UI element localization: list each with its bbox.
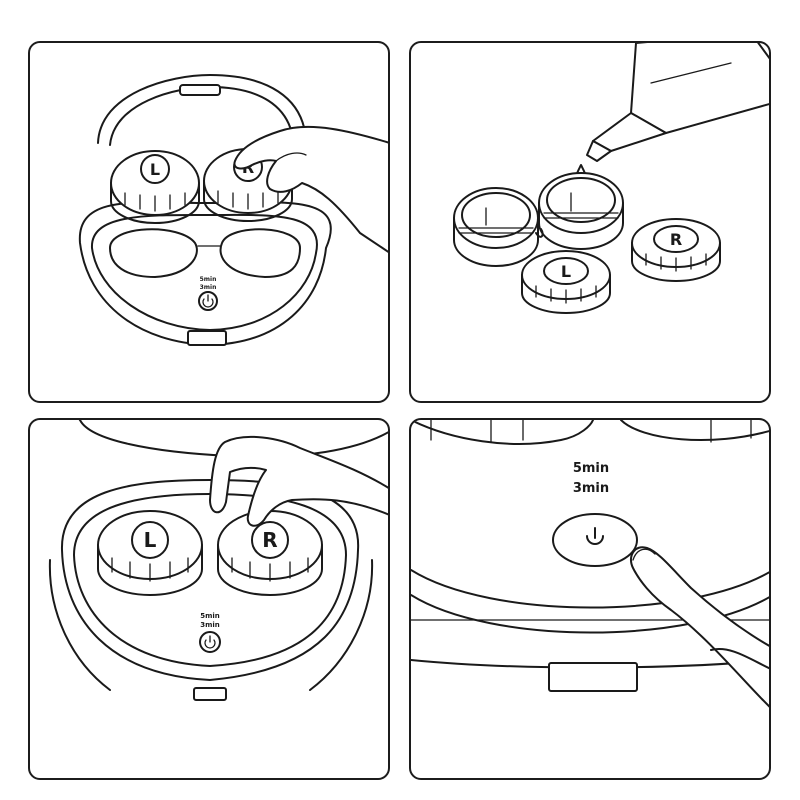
cap-left: L <box>521 250 611 314</box>
power-icon <box>586 527 604 545</box>
case-base <box>78 201 332 346</box>
timer-label-3min: 3min <box>200 621 220 629</box>
power-button[interactable] <box>552 513 638 567</box>
hand <box>209 435 388 527</box>
panel-step-1-place-caps: 5min 3min L R <box>28 41 390 403</box>
front-latch <box>193 687 227 701</box>
panel-step-4-press-power: 5min 3min <box>409 418 771 780</box>
right-well <box>219 228 301 278</box>
cap-left-label: L <box>561 262 571 281</box>
solution-bottle <box>630 43 769 134</box>
cap-left-label: L <box>144 528 157 552</box>
solution-bottle-illustration: L R <box>453 43 769 314</box>
cap-left: L <box>110 150 200 224</box>
cap-left-label: L <box>150 160 160 179</box>
power-icon <box>202 294 214 308</box>
cap-right: R <box>631 218 721 282</box>
lens-case-open <box>453 172 624 267</box>
timer-label-5min: 5min <box>200 612 220 620</box>
panel-step-2-add-solution: L R <box>409 41 771 403</box>
case-open-illustration: 5min 3min L R <box>78 74 388 346</box>
hand <box>233 125 388 253</box>
timer-label-3min: 3min <box>573 481 609 496</box>
left-well <box>109 228 198 278</box>
front-latch <box>187 330 227 346</box>
cap-right-label: R <box>670 230 682 249</box>
timer-label-5min: 5min <box>573 461 609 476</box>
power-icon <box>204 635 216 649</box>
timer-label-5min: 5min <box>200 276 217 283</box>
finger <box>629 546 769 708</box>
case-caps-illustration: L R 5min 3min <box>48 420 388 701</box>
lid-latch <box>179 84 221 96</box>
timer-label-3min: 3min <box>200 284 217 291</box>
panel-step-3-close-case: L R 5min 3min <box>28 418 390 780</box>
cap-left: L <box>97 510 203 596</box>
front-latch <box>548 662 638 692</box>
cap-right: R <box>217 510 323 596</box>
case-base <box>60 479 360 681</box>
power-button-closeup: 5min 3min <box>411 420 769 708</box>
cap-right-label: R <box>262 528 277 552</box>
